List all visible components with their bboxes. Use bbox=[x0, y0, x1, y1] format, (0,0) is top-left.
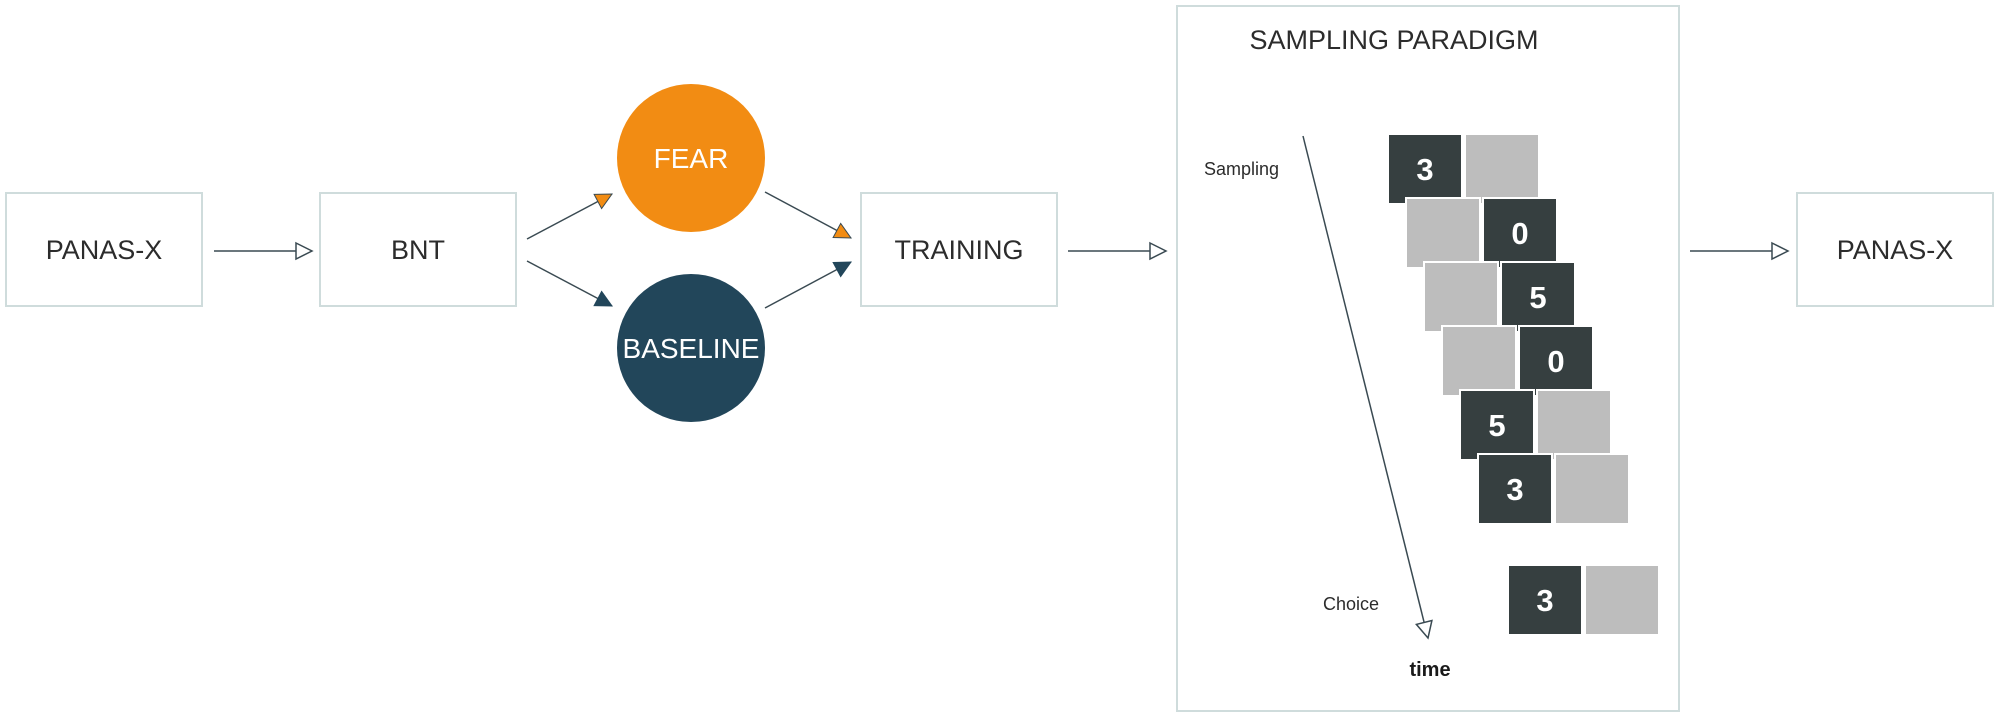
panas-post-label: PANAS-X bbox=[1837, 235, 1954, 265]
time-label: time bbox=[1409, 659, 1450, 681]
card-revealed bbox=[1482, 197, 1558, 269]
card-value: 3 bbox=[1506, 472, 1523, 507]
training-node: TRAINING bbox=[860, 192, 1058, 307]
card-hidden bbox=[1405, 197, 1481, 269]
choice-cards: 3 bbox=[1507, 564, 1660, 636]
card-hidden bbox=[1536, 389, 1612, 461]
card-revealed bbox=[1500, 261, 1576, 333]
paradigm-title: SAMPLING PARADIGM bbox=[1249, 25, 1538, 55]
sampling-paradigm-panel: SAMPLING PARADIGM Sampling Choice time 3… bbox=[1176, 5, 1680, 712]
baseline-label: BASELINE bbox=[623, 333, 760, 364]
bnt-node: BNT bbox=[319, 192, 517, 307]
baseline-node: BASELINE bbox=[617, 274, 765, 422]
card-value: 3 bbox=[1536, 583, 1553, 618]
card-value: 5 bbox=[1529, 280, 1546, 315]
bnt-label: BNT bbox=[391, 235, 445, 265]
sample-row: 5 bbox=[1459, 389, 1612, 461]
panas-post-node: PANAS-X bbox=[1796, 192, 1994, 307]
card-value: 3 bbox=[1416, 152, 1433, 187]
sample-row: 3 bbox=[1477, 453, 1630, 525]
card-value: 0 bbox=[1547, 344, 1564, 379]
card-revealed bbox=[1459, 389, 1535, 461]
arrow-bnt-to-baseline bbox=[526, 260, 613, 307]
time-arrow bbox=[1302, 135, 1433, 640]
arrow-fear-to-training bbox=[764, 191, 852, 239]
card-hidden bbox=[1423, 261, 1499, 333]
card-revealed bbox=[1477, 453, 1553, 525]
choice-label: Choice bbox=[1323, 594, 1379, 614]
card-revealed bbox=[1387, 133, 1463, 205]
card-hidden bbox=[1464, 133, 1540, 205]
panas-pre-node: PANAS-X bbox=[5, 192, 203, 307]
sample-row: 3 bbox=[1387, 133, 1540, 205]
sample-row: 0 bbox=[1405, 197, 1558, 269]
fear-node: FEAR bbox=[617, 84, 765, 232]
fear-label: FEAR bbox=[654, 143, 729, 174]
sampling-label: Sampling bbox=[1204, 159, 1279, 179]
panas-pre-label: PANAS-X bbox=[46, 235, 163, 265]
card-value: 0 bbox=[1511, 216, 1528, 251]
card-hidden bbox=[1584, 564, 1660, 636]
card-hidden bbox=[1554, 453, 1630, 525]
card-hidden bbox=[1441, 325, 1517, 397]
choice-row: 3 bbox=[1507, 564, 1660, 636]
training-label: TRAINING bbox=[894, 235, 1023, 265]
sample-row: 0 bbox=[1441, 325, 1594, 397]
card-revealed bbox=[1507, 564, 1583, 636]
arrow-baseline-to-training bbox=[764, 261, 852, 309]
sample-row: 5 bbox=[1423, 261, 1576, 333]
card-value: 5 bbox=[1488, 408, 1505, 443]
arrow-bnt-to-fear bbox=[526, 193, 613, 240]
